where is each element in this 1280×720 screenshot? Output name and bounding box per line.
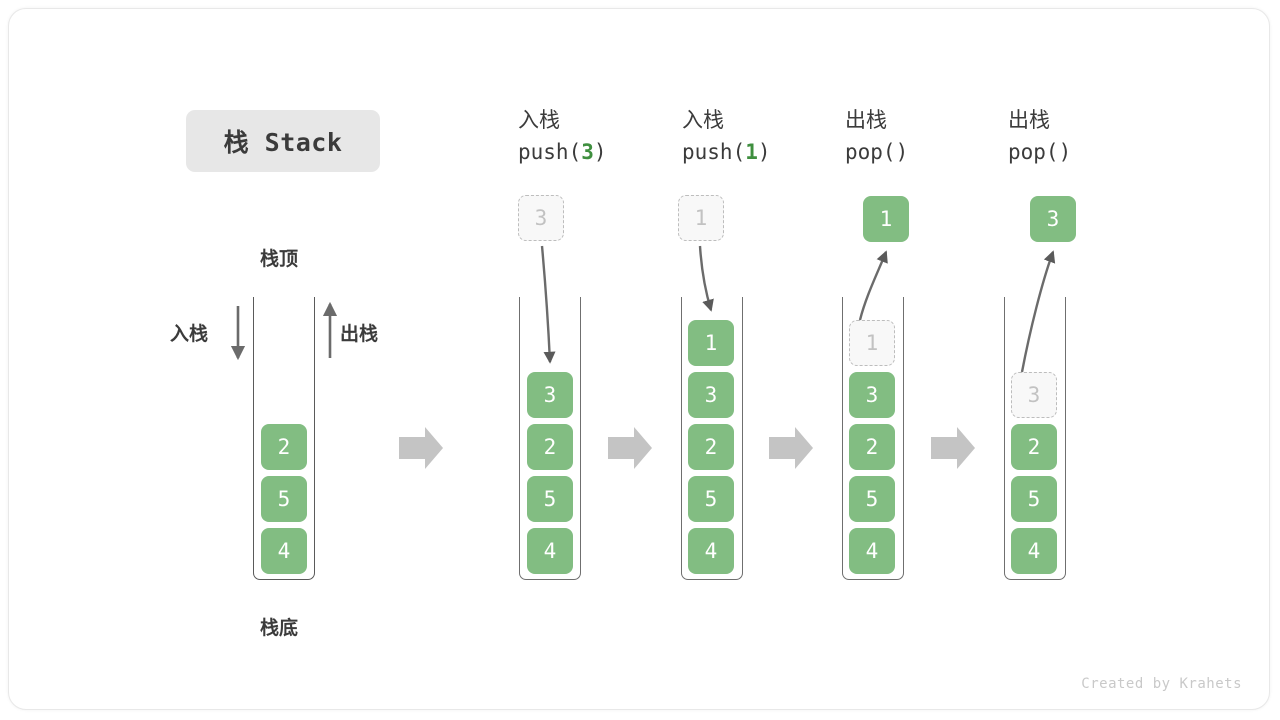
stack-element: 2 <box>1011 424 1057 470</box>
floating-element-popped: 3 <box>1030 196 1076 242</box>
column-header-push-1: 入栈 push(1) <box>682 106 862 168</box>
stack-container-pop-3 <box>1004 297 1066 580</box>
stack-top-label: 栈顶 <box>260 249 299 270</box>
column-header-code: push(3) <box>518 136 698 168</box>
stack-element: 1 <box>688 320 734 366</box>
stack-bottom-label: 栈底 <box>260 618 299 639</box>
code-prefix: pop( <box>845 140 896 164</box>
code-arg: 1 <box>745 140 758 164</box>
column-header-pop-1: 出栈 pop() <box>845 106 1025 168</box>
stack-element: 4 <box>261 528 307 574</box>
floating-element-ghost: 1 <box>678 195 724 241</box>
pop-direction-label: 出栈 <box>340 324 379 345</box>
stack-element-ghost: 3 <box>1011 372 1057 418</box>
column-header-pop-3: 出栈 pop() <box>1008 106 1188 168</box>
code-suffix: ) <box>1058 140 1072 164</box>
code-suffix: ) <box>895 140 909 164</box>
stack-element: 4 <box>688 528 734 574</box>
stack-element: 5 <box>1011 476 1057 522</box>
column-header-cn: 出栈 <box>1008 109 1050 132</box>
code-arg: 3 <box>581 140 594 164</box>
column-header-cn: 入栈 <box>518 109 560 132</box>
stack-container-initial <box>253 297 315 580</box>
column-header-cn: 出栈 <box>845 109 887 132</box>
code-suffix: ) <box>593 140 607 164</box>
code-suffix: ) <box>757 140 771 164</box>
stack-element: 2 <box>688 424 734 470</box>
footer-credit: Created by Krahets <box>1081 676 1242 692</box>
floating-element-ghost: 3 <box>518 195 564 241</box>
code-prefix: push( <box>518 140 582 164</box>
column-header-cn: 入栈 <box>682 109 724 132</box>
code-prefix: push( <box>682 140 746 164</box>
stack-element: 3 <box>688 372 734 418</box>
push-direction-label: 入栈 <box>170 324 209 345</box>
stack-element-ghost: 1 <box>849 320 895 366</box>
stack-element: 4 <box>527 528 573 574</box>
stack-element: 4 <box>1011 528 1057 574</box>
stack-container-pop-1 <box>842 297 904 580</box>
column-header-code: pop() <box>1008 136 1188 168</box>
stack-element: 5 <box>849 476 895 522</box>
column-header-code: pop() <box>845 136 1025 168</box>
floating-element-popped: 1 <box>863 196 909 242</box>
column-header-push-3: 入栈 push(3) <box>518 106 698 168</box>
stack-element: 2 <box>527 424 573 470</box>
stack-element: 3 <box>849 372 895 418</box>
stack-container-push-3 <box>519 297 581 580</box>
stack-element: 2 <box>261 424 307 470</box>
stack-element: 2 <box>849 424 895 470</box>
column-header-code: push(1) <box>682 136 862 168</box>
stack-element: 3 <box>527 372 573 418</box>
stack-element: 5 <box>688 476 734 522</box>
stack-element: 5 <box>527 476 573 522</box>
title-badge-label: 栈 Stack <box>223 128 343 157</box>
stack-element: 4 <box>849 528 895 574</box>
stack-container-push-1 <box>681 297 743 580</box>
stack-element: 5 <box>261 476 307 522</box>
code-prefix: pop( <box>1008 140 1059 164</box>
title-badge: 栈 Stack <box>186 110 380 172</box>
